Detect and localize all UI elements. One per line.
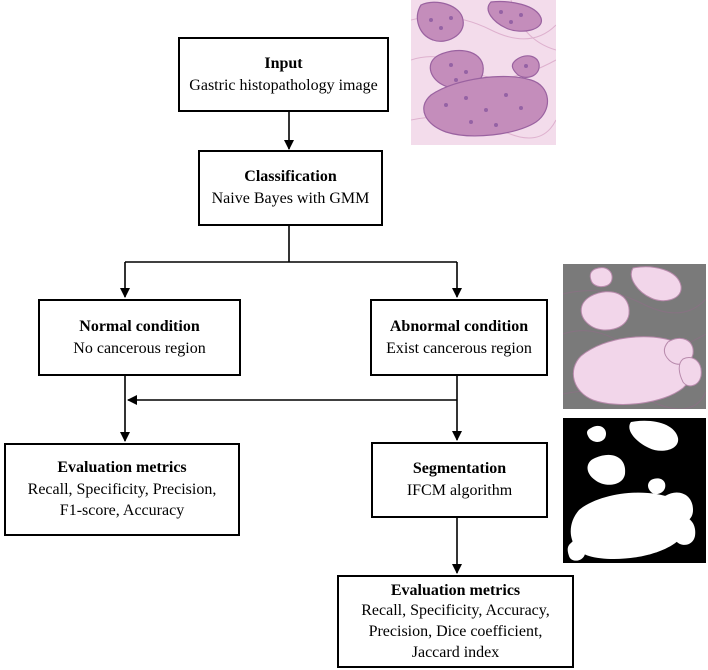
evaluation-metrics-left-box: Evaluation metrics Recall, Specificity, … [4,443,240,536]
abnormal-body: Exist cancerous region [386,339,532,357]
normal-condition-box: Normal condition No cancerous region [38,299,241,376]
eval-bottom-body: Recall, Specificity, Accuracy, Precision… [361,602,550,661]
input-box: Input Gastric histopathology image [178,37,389,112]
abnormal-title: Abnormal condition [389,317,529,335]
eval-left-body: Recall, Specificity, Precision, F1-score… [27,480,217,520]
segmentation-box: Segmentation IFCM algorithm [371,442,548,518]
eval-left-title: Evaluation metrics [57,459,187,477]
classification-box: Classification Naive Bayes with GMM [198,150,383,226]
input-title: Input [264,54,303,72]
normal-body: No cancerous region [73,339,206,357]
segmentation-overlay-image [563,264,706,409]
eval-bottom-title: Evaluation metrics [390,581,521,599]
classification-title: Classification [244,168,337,186]
input-body: Gastric histopathology image [189,76,378,94]
classification-body: Naive Bayes with GMM [211,190,370,207]
segmentation-body: IFCM algorithm [406,482,513,499]
normal-title: Normal condition [79,317,200,335]
segmentation-title: Segmentation [412,460,507,478]
histopathology-image [411,0,556,145]
evaluation-metrics-bottom-box: Evaluation metrics Recall, Specificity, … [337,575,574,668]
abnormal-condition-box: Abnormal condition Exist cancerous regio… [370,299,548,376]
segmentation-mask-image [563,418,706,563]
